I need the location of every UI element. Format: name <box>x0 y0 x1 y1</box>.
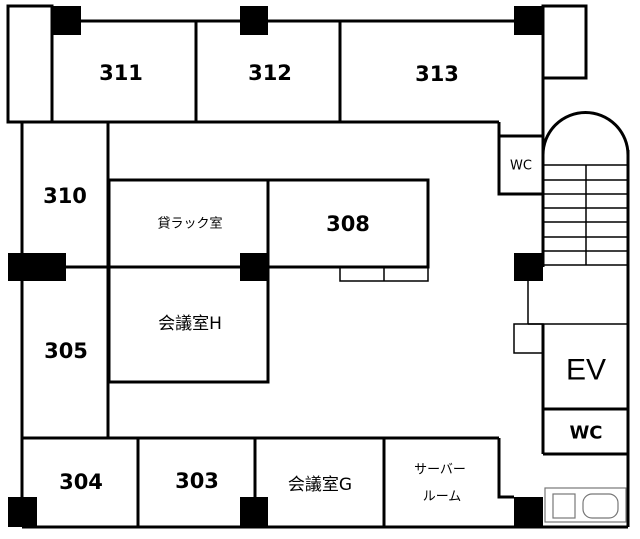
room-303-label: 303 <box>175 469 219 493</box>
room-312-label: 312 <box>248 61 292 85</box>
room-304-label: 304 <box>59 470 103 494</box>
rack-room-label: 貸ラック室 <box>157 216 222 232</box>
structural-columns <box>8 6 543 527</box>
room-313-label: 313 <box>415 62 459 86</box>
room-308-label: 308 <box>326 212 370 236</box>
server-room-label-line2: ルーム <box>423 490 462 505</box>
staircase <box>541 111 630 266</box>
meeting-room-g-label: 会議室G <box>288 475 352 495</box>
room-310-label: 310 <box>43 184 87 208</box>
sink-fixture <box>544 487 627 523</box>
server-room-label-line1: サーバー <box>414 463 466 478</box>
wc-lower-label: WC <box>569 423 602 444</box>
meeting-room-h-label: 会議室H <box>158 314 222 334</box>
wc-upper-label: WC <box>510 159 532 174</box>
room-305-label: 305 <box>44 339 88 363</box>
elevator-label: EV <box>566 354 606 387</box>
room-311-label: 311 <box>99 61 143 85</box>
